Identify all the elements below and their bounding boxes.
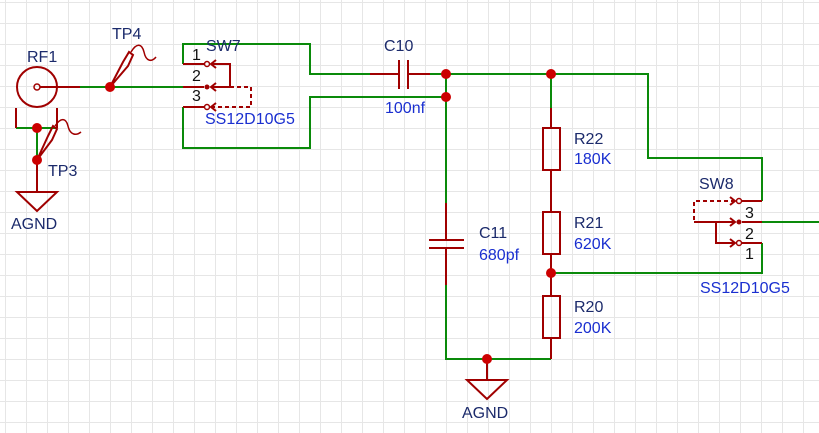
r21-value: 620K <box>574 236 612 253</box>
wire-sw7-c10[interactable] <box>182 43 370 75</box>
r22-value: 180K <box>574 151 612 168</box>
junction <box>32 155 42 165</box>
wire-c10-sw8[interactable] <box>430 73 763 201</box>
c10-designator: C10 <box>384 38 413 55</box>
wire-sw7-c11[interactable] <box>182 96 446 149</box>
tp3-designator: TP3 <box>48 163 77 180</box>
junction <box>441 92 451 102</box>
agnd-left-label: AGND <box>11 216 57 233</box>
r20-designator: R20 <box>574 299 603 316</box>
junction <box>105 82 115 92</box>
sw7-pin-2: 2 <box>192 68 201 85</box>
sw8-pin-3: 3 <box>745 205 754 222</box>
sw7-value: SS12D10G5 <box>205 111 295 128</box>
tp4-designator: TP4 <box>112 26 141 43</box>
sw8-switch-symbol[interactable] <box>693 196 762 248</box>
junction <box>32 123 42 133</box>
rf1-designator: RF1 <box>27 49 57 66</box>
tp4-testpoint-icon[interactable] <box>109 44 157 88</box>
agnd-left-icon <box>14 160 60 213</box>
junction <box>441 69 451 79</box>
c11-value: 680pf <box>479 247 520 264</box>
r22-resistor-symbol[interactable] <box>542 108 561 212</box>
sw8-pin-1: 1 <box>745 246 754 263</box>
r20-resistor-symbol[interactable] <box>542 295 561 359</box>
c10-capacitor-symbol[interactable] <box>370 60 430 89</box>
c11-capacitor-symbol[interactable] <box>429 203 464 285</box>
sw7-pin-3: 3 <box>192 88 201 105</box>
sw7-pin-1: 1 <box>192 47 201 64</box>
junction <box>546 69 556 79</box>
sw7-designator: SW7 <box>206 38 241 55</box>
r21-designator: R21 <box>574 215 603 232</box>
sw7-switch-symbol[interactable] <box>183 59 252 112</box>
junction <box>546 268 556 278</box>
rf1-connector-symbol[interactable] <box>15 66 80 128</box>
junction <box>482 354 492 364</box>
sw8-pin-2: 2 <box>745 226 754 243</box>
r22-designator: R22 <box>574 131 603 148</box>
wires <box>16 43 819 360</box>
agnd-right-label: AGND <box>462 405 508 422</box>
r21-resistor-symbol[interactable] <box>542 211 561 296</box>
wire-r21-sw8[interactable] <box>551 243 763 274</box>
sw8-designator: SW8 <box>699 176 734 193</box>
sw8-value: SS12D10G5 <box>700 280 790 297</box>
c10-value: 100nf <box>385 100 426 117</box>
wire-gnd-bus[interactable] <box>445 285 551 360</box>
tp3-testpoint-icon[interactable] <box>36 118 82 161</box>
agnd-right-icon <box>464 359 510 401</box>
junction-dots <box>32 69 556 364</box>
c11-designator: C11 <box>479 225 507 242</box>
r20-value: 200K <box>574 320 612 337</box>
